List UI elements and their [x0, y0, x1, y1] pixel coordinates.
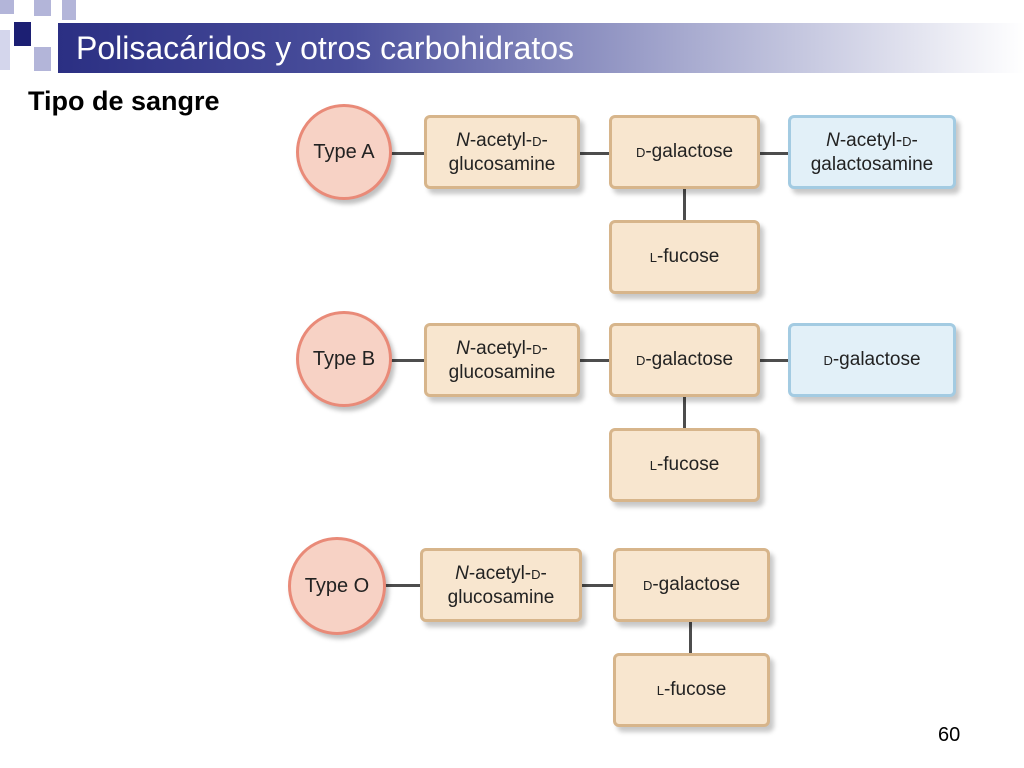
sugar-name-tail: - [540, 562, 547, 584]
sugar-config: D [532, 133, 542, 149]
sugar-box-l-fucose: L-fucose [609, 220, 760, 294]
sugar-box-d-galactose-terminal: D-galactose [788, 323, 956, 397]
sugar-name-tail: - [541, 129, 548, 151]
deco-square [62, 0, 76, 20]
sugar-box-n-acetyl-d-glucosamine: N-acetyl-D- glucosamine [424, 323, 580, 397]
connector [758, 152, 790, 155]
sugar-name: -galactose [645, 141, 734, 162]
sugar-box-n-acetyl-d-glucosamine: N-acetyl-D- glucosamine [420, 548, 582, 622]
connector [580, 584, 615, 587]
sugar-box-l-fucose: L-fucose [613, 653, 770, 727]
connector [390, 152, 426, 155]
sugar-config: D [635, 145, 646, 160]
sugar-config: L [649, 250, 657, 265]
corner-decoration [0, 0, 80, 90]
deco-square [0, 0, 14, 14]
deco-square [0, 30, 10, 70]
sugar-config: D [532, 341, 542, 357]
sugar-box-d-galactose: D-galactose [609, 115, 760, 189]
sugar-box-n-acetyl-d-galactosamine: N-acetyl-D- galactosamine [788, 115, 956, 189]
sugar-name: -acetyl- [468, 562, 532, 584]
deco-square [34, 0, 51, 16]
title-bar [58, 23, 1024, 73]
connector [683, 396, 686, 429]
sugar-name: -galactose [652, 574, 741, 595]
sugar-config: L [656, 683, 664, 698]
sugar-name: -fucose [663, 679, 727, 700]
sugar-name: -acetyl- [469, 129, 533, 151]
sugar-name: -fucose [656, 454, 720, 475]
sugar-config: D [642, 578, 653, 593]
page-number: 60 [938, 724, 961, 746]
connector [578, 152, 611, 155]
sugar-name-line2: glucosamine [447, 586, 555, 608]
sugar-prefix: N [456, 337, 470, 359]
sugar-name: -acetyl- [469, 337, 533, 359]
sugar-name-line2: glucosamine [448, 153, 556, 175]
connector [683, 188, 686, 221]
sugar-name-tail: - [911, 129, 918, 151]
type-label-circle: Type A [296, 104, 392, 200]
sugar-config: L [649, 458, 657, 473]
sugar-name-line2: glucosamine [448, 361, 556, 383]
sugar-prefix: N [456, 129, 470, 151]
sugar-config: D [635, 353, 646, 368]
sugar-box-d-galactose: D-galactose [613, 548, 770, 622]
connector [390, 359, 426, 362]
sugar-name: -acetyl- [839, 129, 903, 151]
sugar-config: D [902, 133, 912, 149]
connector [689, 621, 692, 654]
sugar-prefix: N [455, 562, 469, 584]
type-label-circle: Type O [288, 537, 386, 635]
connector [578, 359, 611, 362]
sugar-name-line2: galactosamine [810, 153, 934, 175]
sugar-box-n-acetyl-d-glucosamine: N-acetyl-D- glucosamine [424, 115, 580, 189]
sugar-name: -galactose [645, 349, 734, 370]
sugar-box-l-fucose: L-fucose [609, 428, 760, 502]
type-label: Type O [304, 574, 370, 597]
sugar-config: D [823, 353, 833, 368]
slide-title: Polisacáridos y otros carbohidratos [76, 30, 575, 66]
connector [384, 584, 422, 587]
sugar-name: -fucose [656, 246, 720, 267]
sugar-config: D [531, 566, 541, 582]
connector [758, 359, 790, 362]
deco-square [14, 22, 31, 46]
sugar-prefix: N [826, 129, 840, 151]
sugar-box-d-galactose: D-galactose [609, 323, 760, 397]
sugar-name: -galactose [832, 349, 921, 370]
type-label: Type A [313, 140, 375, 163]
deco-square [34, 47, 51, 71]
slide-subtitle: Tipo de sangre [28, 86, 220, 116]
type-label-circle: Type B [296, 311, 392, 407]
type-label: Type B [312, 347, 376, 370]
sugar-name-tail: - [541, 337, 548, 359]
